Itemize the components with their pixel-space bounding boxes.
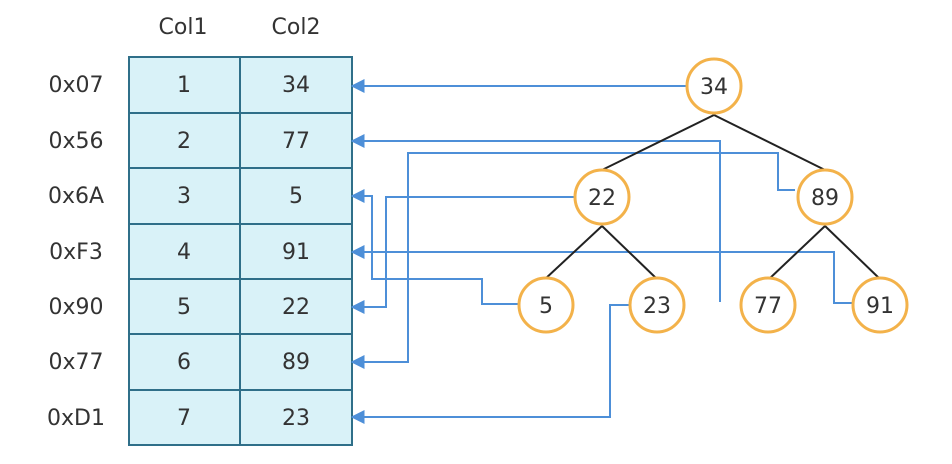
- pointer-lines: [350, 79, 853, 424]
- row-col2: 5: [289, 184, 303, 209]
- row-address: 0x77: [48, 350, 103, 375]
- col2-header: Col2: [272, 15, 321, 40]
- tree-edges: [543, 114, 882, 281]
- row-col2: 23: [282, 406, 310, 431]
- pointer-5: [350, 189, 520, 305]
- pointer-23: [350, 304, 631, 424]
- binary-tree: 34 22 89 5 23 77: [517, 57, 909, 334]
- table-row: 0xF3 4 91: [49, 240, 352, 280]
- col1-header: Col1: [159, 15, 208, 40]
- row-col2: 77: [282, 129, 310, 154]
- row-col2: 34: [282, 73, 310, 98]
- pointer-22: [350, 196, 578, 314]
- row-col1: 7: [177, 406, 191, 431]
- node-label: 23: [643, 294, 671, 319]
- tree-node-34: 34: [685, 57, 743, 115]
- tree-edge-89-77: [767, 225, 826, 281]
- table-row: 0x6A 3 5: [48, 184, 352, 225]
- table-headers: Col1 Col2: [159, 15, 321, 40]
- pointer-77: [350, 134, 721, 302]
- node-circle: [796, 168, 854, 226]
- table-row: 0xD1 7 23: [47, 406, 310, 431]
- pointer-89: [350, 152, 795, 369]
- row-address: 0x90: [48, 295, 103, 320]
- row-address: 0x07: [48, 73, 103, 98]
- memory-table: 0x07 1 34 0x56 2 77 0x6A 3 5 0xF3 4 91: [47, 56, 353, 446]
- node-label: 91: [866, 294, 894, 319]
- table-row: 0x90 5 22: [48, 295, 352, 335]
- row-address: 0xF3: [49, 240, 103, 265]
- tree-edge-22-5: [543, 225, 603, 281]
- tree-node-77: 77: [739, 276, 797, 334]
- row-col1: 6: [177, 350, 191, 375]
- tree-edge-89-91: [824, 225, 882, 281]
- tree-node-5: 5: [517, 276, 575, 334]
- node-label: 5: [539, 294, 553, 319]
- row-address: 0x56: [48, 129, 103, 154]
- node-circle: [517, 276, 575, 334]
- node-label: 89: [811, 186, 839, 211]
- node-label: 22: [588, 186, 616, 211]
- node-label: 77: [754, 294, 782, 319]
- table-row: 0x07 1 34: [48, 73, 352, 114]
- tree-edge-22-23: [601, 225, 659, 281]
- tree-node-23: 23: [628, 276, 686, 334]
- row-col1: 2: [177, 129, 191, 154]
- row-col2: 91: [282, 240, 310, 265]
- node-circle: [851, 276, 909, 334]
- table-row: 0x56 2 77: [48, 129, 352, 169]
- tree-node-91: 91: [851, 276, 909, 334]
- row-col1: 1: [177, 73, 191, 98]
- row-col1: 4: [177, 240, 191, 265]
- tree-edge-34-89: [713, 114, 826, 171]
- tree-node-22: 22: [573, 168, 631, 226]
- tree-edge-34-22: [601, 114, 715, 171]
- row-address: 0xD1: [47, 406, 105, 431]
- row-col2: 89: [282, 350, 310, 375]
- node-circle: [628, 276, 686, 334]
- pointer-91: [350, 245, 853, 304]
- node-circle: [739, 276, 797, 334]
- node-label: 34: [700, 75, 728, 100]
- row-col1: 3: [177, 184, 191, 209]
- tree-node-89: 89: [796, 168, 854, 226]
- node-circle: [573, 168, 631, 226]
- row-col2: 22: [282, 295, 310, 320]
- table-row: 0x77 6 89: [48, 350, 352, 391]
- row-address: 0x6A: [48, 184, 104, 209]
- row-col1: 5: [177, 295, 191, 320]
- node-circle: [685, 57, 743, 115]
